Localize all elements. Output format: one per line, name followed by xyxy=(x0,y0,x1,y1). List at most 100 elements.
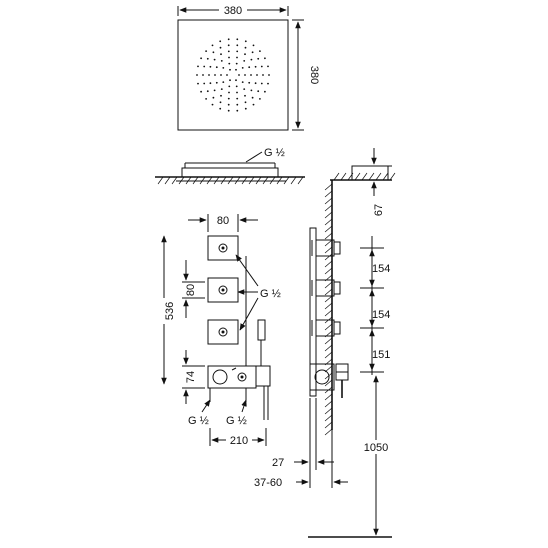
nozzle-dot xyxy=(197,65,199,68)
hatch-line xyxy=(248,176,255,185)
nozzle-dot xyxy=(229,68,231,71)
hatch-line xyxy=(324,253,333,261)
front-width-bottom-label: 210 xyxy=(230,435,248,447)
nozzle-dot xyxy=(244,74,246,76)
valve-cap xyxy=(333,321,341,335)
nozzle-dot xyxy=(202,74,204,76)
nozzle-dot xyxy=(213,58,216,61)
nozzle-dot xyxy=(227,44,230,47)
nozzle-dot xyxy=(200,57,203,60)
hatch-line xyxy=(382,172,389,181)
nozzle-dot xyxy=(220,60,223,62)
nozzle-dot xyxy=(219,40,222,43)
hatch-line xyxy=(269,176,276,185)
nozzle-dot xyxy=(203,65,206,68)
hatch-line xyxy=(333,172,340,181)
nozzle-dot xyxy=(252,103,255,106)
hatch-line xyxy=(324,323,333,331)
offset-label-27: 27 xyxy=(272,457,284,469)
nozzle-dot xyxy=(219,107,222,110)
valve-handle xyxy=(218,243,228,253)
nozzle-dot xyxy=(219,101,222,104)
nozzle-dot xyxy=(244,46,247,49)
nozzle-dot xyxy=(222,81,225,83)
nozzle-dot xyxy=(206,90,209,93)
hatch-line xyxy=(324,407,333,415)
spacing-label-1: 154 xyxy=(372,263,390,275)
nozzle-dot xyxy=(228,85,231,88)
nozzle-dot xyxy=(267,82,269,85)
nozzle-dot xyxy=(236,91,238,94)
hatch-line xyxy=(241,176,248,185)
hatch-line xyxy=(324,281,333,289)
top-view: 380 380 xyxy=(177,3,320,131)
front-width-top-label: 80 xyxy=(217,215,229,227)
nozzle-dot xyxy=(235,85,238,88)
hatch-line xyxy=(234,176,241,185)
nozzle-dot xyxy=(228,56,230,59)
hatch-line xyxy=(368,172,375,181)
nozzle-dot xyxy=(197,82,199,85)
hatch-line xyxy=(389,172,396,181)
nozzle-dot xyxy=(264,90,266,93)
valve-handle xyxy=(218,285,228,295)
nozzle-dot xyxy=(211,44,214,47)
nozzle-dot xyxy=(228,91,230,94)
nozzle-dot xyxy=(243,88,246,90)
nozzle-dot xyxy=(206,57,209,60)
nozzle-dot xyxy=(267,65,269,68)
front-view: 80 536 80 74 G ½ xyxy=(158,214,281,447)
nozzle-dot xyxy=(254,82,257,85)
nozzle-dot xyxy=(268,74,270,76)
hatch-line xyxy=(324,260,333,268)
nozzle-dot xyxy=(248,81,251,84)
hatch-line xyxy=(192,176,199,185)
nozzle-dot xyxy=(259,50,261,52)
hatch-line xyxy=(157,176,164,185)
spacing-label-2: 154 xyxy=(372,309,390,321)
bottom-right-connection-label: G ½ xyxy=(226,415,247,427)
nozzle-dot xyxy=(236,103,239,106)
hatch-line xyxy=(347,172,354,181)
valve-center xyxy=(221,330,225,334)
nozzle-dot xyxy=(236,97,239,100)
hatch-line xyxy=(324,197,333,205)
hatch-line xyxy=(324,225,333,233)
nozzle-dot xyxy=(212,51,215,54)
nozzle-dot xyxy=(235,79,237,82)
hatch-line xyxy=(227,176,234,185)
valve-plate xyxy=(207,235,239,261)
hatch-line xyxy=(324,218,333,226)
hatch-line xyxy=(283,176,290,185)
nozzle-dot xyxy=(213,89,216,92)
right-head-body xyxy=(351,165,389,181)
valve-center xyxy=(221,288,225,292)
hatch-line xyxy=(185,176,192,185)
nozzle-dot xyxy=(250,89,253,92)
hatch-line xyxy=(324,400,333,408)
hatch-line xyxy=(324,183,333,191)
spacing-label-3: 151 xyxy=(372,349,390,361)
hatch-line xyxy=(340,172,347,181)
hatch-line xyxy=(324,267,333,275)
top-width-label: 380 xyxy=(224,5,242,17)
hatch-line xyxy=(324,232,333,240)
nozzle-pattern xyxy=(196,38,270,112)
nozzle-dot xyxy=(236,44,239,47)
nozzle-dot xyxy=(200,90,203,93)
shower-head-outline xyxy=(177,19,289,131)
nozzle-dot xyxy=(227,97,230,100)
hatch-line xyxy=(324,246,333,254)
hatch-line xyxy=(324,295,333,303)
nozzle-dot xyxy=(257,90,260,93)
nozzle-dot xyxy=(228,62,231,65)
hand-shower xyxy=(257,319,266,341)
nozzle-dot xyxy=(244,107,247,110)
wall-hatching xyxy=(324,183,333,436)
side-connection-label: G ½ xyxy=(264,147,285,159)
nozzle-dot xyxy=(212,96,215,99)
valve-cap xyxy=(333,241,341,255)
nozzle-dot xyxy=(214,74,216,76)
ceiling-hatching xyxy=(157,176,304,185)
